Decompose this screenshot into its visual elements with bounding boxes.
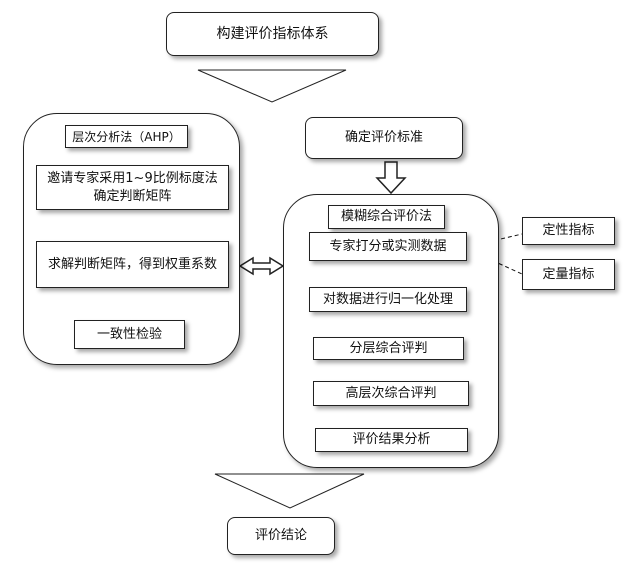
ahp-step1-text: 邀请专家采用1~9比例标度法确定判断矩阵: [47, 170, 218, 204]
title-text: 构建评价指标体系: [216, 26, 329, 42]
fuzzy-step2-box: 对数据进行归一化处理: [309, 287, 467, 312]
ahp-step1-box: 邀请专家采用1~9比例标度法确定判断矩阵: [36, 165, 229, 210]
fuzzy-step4-box: 高层次综合评判: [313, 381, 469, 406]
hollow-down-arrow: [375, 161, 407, 195]
fuzzy-step1-box: 专家打分或实测数据: [309, 232, 467, 261]
fuzzy-step3-box: 分层综合评判: [313, 337, 464, 360]
qualitative-text: 定性指标: [542, 223, 595, 238]
quantitative-text: 定量指标: [542, 266, 595, 282]
fuzzy-label-box: 模糊综合评价法: [328, 205, 445, 229]
conclusion-text: 评价结论: [254, 528, 307, 543]
conclusion-box: 评价结论: [227, 517, 335, 555]
fuzzy-label: 模糊综合评价法: [340, 209, 432, 224]
ahp-step2-text: 求解判断矩阵，得到权重系数: [47, 256, 217, 272]
fuzzy-step1-text: 专家打分或实测数据: [329, 238, 447, 254]
fuzzy-step2-text: 对数据进行归一化处理: [322, 291, 453, 307]
ahp-label-box: 层次分析法（AHP）: [65, 125, 188, 148]
double-arrow: [238, 256, 285, 276]
fuzzy-step5-text: 评价结果分析: [352, 432, 431, 447]
criteria-box: 确定评价标准: [305, 117, 463, 159]
ahp-step3-text: 一致性检验: [96, 326, 162, 342]
fuzzy-step5-box: 评价结果分析: [315, 428, 468, 452]
ahp-label: 层次分析法（AHP）: [72, 129, 181, 144]
quantitative-box: 定量指标: [522, 259, 615, 290]
fuzzy-step4-text: 高层次综合评判: [345, 385, 437, 401]
fuzzy-step3-text: 分层综合评判: [349, 340, 428, 356]
ahp-step3-box: 一致性检验: [74, 320, 185, 349]
ahp-step2-box: 求解判断矩阵，得到权重系数: [36, 241, 229, 288]
criteria-text: 确定评价标准: [344, 130, 423, 145]
funnel-arrow-bottom: [214, 473, 365, 509]
funnel-arrow-top: [197, 69, 347, 103]
title-box: 构建评价指标体系: [166, 12, 379, 56]
qualitative-box: 定性指标: [522, 217, 615, 245]
